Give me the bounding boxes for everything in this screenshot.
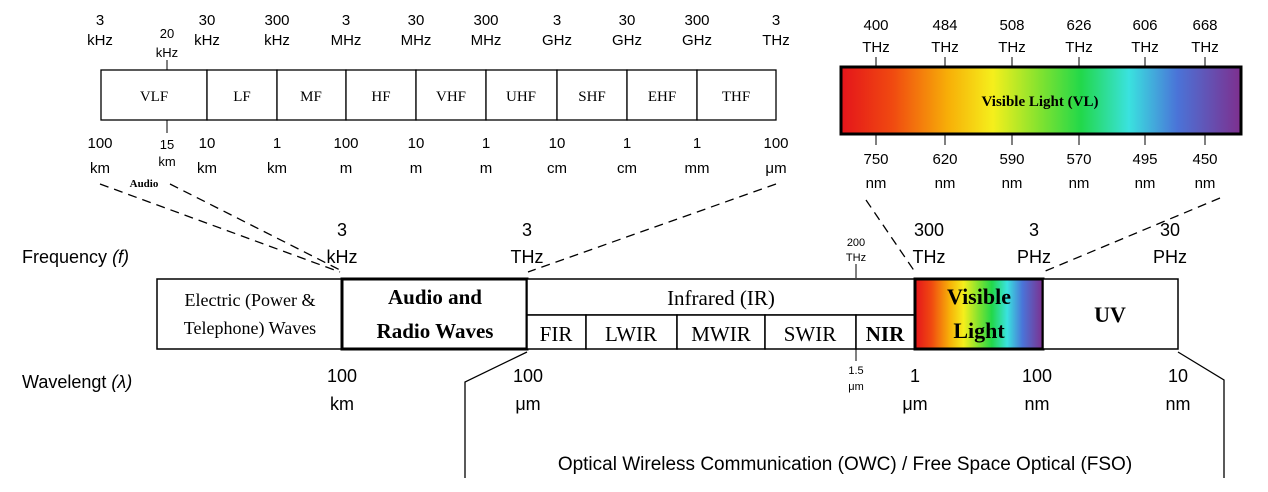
- owc-label: Optical Wireless Communication (OWC) / F…: [558, 454, 1132, 475]
- band-label: VHF: [436, 89, 466, 105]
- ir-subband-cell: [585, 314, 678, 350]
- band-label: UHF: [506, 89, 536, 105]
- frequency-axis-label: Frequency (f): [22, 247, 129, 267]
- zoom-line: [99, 183, 341, 273]
- band-label: SHF: [578, 89, 606, 105]
- audio-band-label: Audio: [130, 178, 159, 190]
- band-cell-vhf: VHF: [415, 69, 487, 121]
- band-label: HF: [371, 89, 390, 105]
- zoom-line: [865, 199, 916, 273]
- wavelength-axis-label: Wavelengt (λ): [22, 372, 132, 392]
- ir-subband-label: NIR: [866, 322, 905, 346]
- ir-subband-label: FIR: [540, 322, 573, 346]
- band-label: MF: [300, 89, 322, 105]
- band-cell-hf: HF: [345, 69, 417, 121]
- band-cell-lf: LF: [206, 69, 278, 121]
- band-cell-thf: THF: [696, 69, 777, 121]
- region-uv-label: UV: [1094, 302, 1126, 327]
- band-cell-vlf: VLF: [100, 69, 208, 121]
- ir-subband-label: MWIR: [691, 322, 751, 346]
- region-electric-label: Electric (Power &Telephone) Waves: [184, 290, 316, 339]
- band-label: VLF: [140, 89, 168, 105]
- region-infrared: Infrared (IR) FIR LWIR MWIR SWIR NIR: [526, 278, 916, 350]
- ir-subband-label: LWIR: [605, 322, 657, 346]
- zoom-line: [1042, 197, 1221, 273]
- band-label: EHF: [648, 89, 676, 105]
- region-uv: UV: [1042, 278, 1179, 350]
- band-cell-mf: MF: [276, 69, 347, 121]
- visible-light-bar: [839, 65, 1243, 136]
- band-cell-uhf: UHF: [485, 69, 558, 121]
- owc-bracket: [464, 351, 1225, 478]
- ir-subband-cell: [764, 314, 857, 350]
- band-cell-ehf: EHF: [626, 69, 698, 121]
- ir-subband-cell: [855, 314, 916, 350]
- band-label: LF: [233, 89, 251, 105]
- band-cell-shf: SHF: [556, 69, 628, 121]
- ir-subband-cell: [676, 314, 766, 350]
- zoom-line: [527, 183, 777, 273]
- region-electric: Electric (Power &Telephone) Waves: [156, 278, 343, 350]
- ir-subband-label: SWIR: [784, 322, 837, 346]
- region-infrared-label: Infrared (IR): [667, 286, 775, 310]
- visible-light-bar-label: Visible Light (VL): [982, 94, 1099, 110]
- zoom-line: [169, 183, 345, 273]
- band-label: THF: [722, 89, 750, 105]
